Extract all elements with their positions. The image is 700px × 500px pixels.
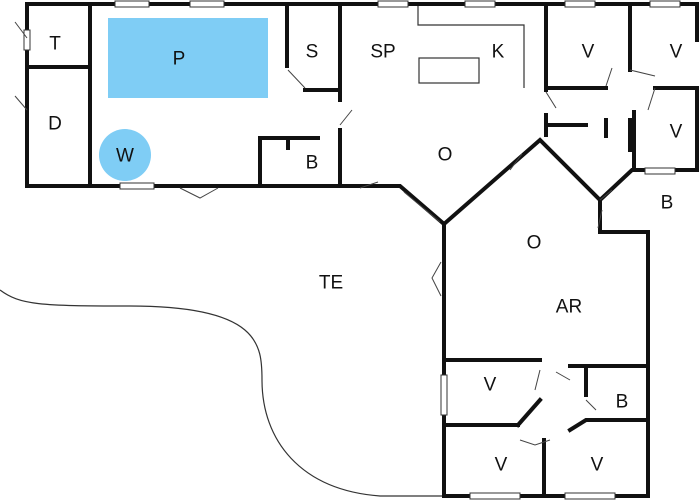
window-top-pool-1 (114, 0, 150, 8)
room-label-s: S (306, 42, 319, 63)
door-b-pool (339, 109, 353, 126)
door-lower-v2 (519, 439, 551, 446)
room-label-o-lower: O (527, 233, 542, 254)
window-bottom-lower-2 (564, 492, 616, 500)
kitchen-counter (417, 4, 525, 88)
window-left-t (23, 29, 31, 51)
wall-lower-right-diag (567, 418, 608, 433)
window-top-v2 (649, 0, 681, 8)
room-label-k: K (492, 42, 505, 63)
wall-b-top (258, 136, 320, 188)
room-label-p: P (173, 49, 186, 70)
room-label-d: D (48, 114, 62, 135)
door-lower-v (534, 369, 541, 391)
door-b-right (597, 209, 603, 229)
door-v3 (647, 87, 656, 111)
room-label-b-low: B (616, 392, 629, 413)
room-label-v-low-left: V (484, 375, 497, 396)
exterior-wall-left (25, 2, 447, 227)
door-hall-b (599, 189, 613, 201)
door-terrace-diag (403, 191, 441, 223)
window-top-pool-2 (189, 0, 225, 8)
room-label-w: W (116, 146, 134, 167)
window-right-b (644, 167, 676, 175)
room-label-te: TE (319, 273, 343, 294)
room-label-v-bottom2: V (591, 455, 604, 476)
window-top-v1 (564, 0, 596, 8)
window-left-lower (440, 374, 448, 416)
window-top-k (464, 0, 496, 8)
door-terrace-lower (431, 261, 442, 297)
room-label-ar: AR (556, 297, 582, 318)
pool-shape (108, 18, 268, 98)
wall-lower-diag (515, 397, 543, 428)
room-label-b-right: B (661, 193, 674, 214)
room-label-v-right: V (670, 122, 683, 143)
terrace-outline (0, 289, 444, 497)
exterior-wall-right-mid (442, 88, 699, 498)
door-k-hall (545, 91, 557, 109)
room-label-v-bottom1: V (495, 455, 508, 476)
window-bottom-pool (119, 182, 155, 190)
door-v2 (629, 69, 656, 77)
door-terrace-pool (179, 187, 219, 199)
room-label-v-top1: V (582, 42, 595, 63)
room-label-b-pool: B (306, 153, 319, 174)
room-label-t: T (49, 34, 61, 55)
door-t (14, 21, 28, 39)
door-d (14, 95, 28, 111)
door-hall-o (509, 153, 523, 171)
window-top-sp (377, 0, 409, 8)
door-lower-b (585, 399, 597, 411)
door-v1 (605, 67, 613, 87)
room-label-o-main: O (438, 145, 453, 166)
door-lower-v3 (555, 371, 571, 381)
door-terrace-o (359, 181, 379, 189)
room-label-sp: SP (370, 42, 395, 63)
window-bottom-lower-1 (469, 492, 521, 500)
door-s (287, 69, 306, 89)
room-label-v-top2: V (670, 42, 683, 63)
whirlpool-shape (99, 129, 151, 181)
kitchen-island (418, 57, 480, 84)
